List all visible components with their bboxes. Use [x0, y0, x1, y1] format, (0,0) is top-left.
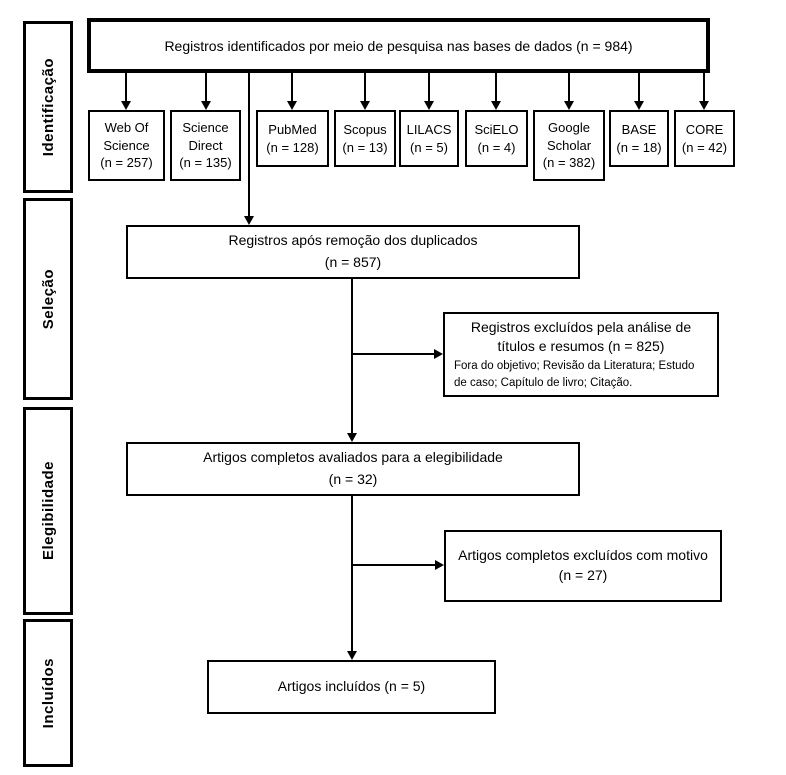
db-name: Science Direct — [182, 120, 229, 153]
arrow-line — [351, 496, 353, 651]
dedup-line1: Registros após remoção dos duplicados — [228, 232, 478, 249]
eligibility-assessed-box: Artigos completos avaliados para a elegi… — [126, 442, 580, 496]
arrow-head-icon — [564, 101, 574, 110]
arrow-head-icon — [360, 101, 370, 110]
db-count: (n = 135) — [179, 155, 232, 171]
db-name: CORE — [685, 121, 724, 137]
arrow-head-icon — [244, 216, 254, 225]
arrow-line — [364, 73, 366, 102]
arrow-line — [351, 279, 353, 433]
stage-label: Seleção — [39, 268, 57, 330]
db-box-base: BASE (n = 18) — [609, 110, 669, 167]
included-articles-text: Artigos incluídos (n = 5) — [277, 678, 426, 695]
dedup-line2: (n = 857) — [324, 254, 382, 270]
db-count: (n = 257) — [100, 155, 153, 171]
db-count: (n = 13) — [342, 139, 388, 155]
stage-included: Incluídos — [23, 619, 73, 767]
stage-eligibility: Elegibilidade — [23, 407, 73, 615]
arrow-line — [352, 564, 436, 566]
arrow-line — [248, 73, 250, 217]
arrow-line — [205, 73, 207, 102]
db-count: (n = 18) — [616, 139, 662, 155]
db-count: (n = 5) — [410, 139, 448, 155]
db-count: (n = 128) — [266, 139, 319, 155]
arrow-line — [703, 73, 705, 102]
db-name: SciELO — [474, 121, 519, 137]
db-name: BASE — [621, 121, 657, 137]
stage-label: Elegibilidade — [39, 461, 57, 561]
db-box-pubmed: PubMed (n = 128) — [256, 110, 329, 167]
db-box-lilacs: LILACS (n = 5) — [399, 110, 459, 167]
included-articles-box: Artigos incluídos (n = 5) — [207, 660, 496, 714]
stage-identification: Identificação — [23, 21, 73, 193]
stage-label: Incluídos — [39, 657, 57, 729]
arrow-line — [125, 73, 127, 102]
arrow-line — [568, 73, 570, 102]
arrow-head-icon — [287, 101, 297, 110]
arrow-line — [495, 73, 497, 102]
arrow-head-icon — [699, 101, 709, 110]
db-box-science-direct: Science Direct (n = 135) — [170, 110, 241, 181]
excluded-fulltext-line1: Artigos completos excluídos com motivo — [458, 547, 708, 564]
stage-screening: Seleção — [23, 198, 73, 400]
arrow-head-icon — [201, 101, 211, 110]
db-box-core: CORE (n = 42) — [674, 110, 735, 167]
arrow-line — [352, 353, 435, 355]
db-count: (n = 4) — [477, 139, 516, 155]
excluded-screening-detail: Fora do objetivo; Revisão da Literatura;… — [454, 359, 695, 389]
arrow-head-icon — [121, 101, 131, 110]
eligibility-line2: (n = 32) — [328, 471, 378, 487]
identified-records-box: Registros identificados por meio de pesq… — [87, 18, 710, 73]
db-box-scopus: Scopus (n = 13) — [334, 110, 396, 167]
arrow-line — [291, 73, 293, 102]
excluded-screening-box: Registros excluídos pela análise de títu… — [443, 312, 719, 397]
arrow-head-icon — [434, 349, 443, 359]
db-box-web-of-science: Web Of Science (n = 257) — [88, 110, 165, 181]
excluded-fulltext-box: Artigos completos excluídos com motivo (… — [444, 530, 722, 602]
db-name: Web Of Science — [103, 120, 150, 153]
db-box-scielo: SciELO (n = 4) — [465, 110, 528, 167]
stage-label: Identificação — [39, 57, 57, 157]
db-box-google-scholar: Google Scholar (n = 382) — [533, 110, 605, 181]
arrow-head-icon — [347, 651, 357, 660]
arrow-line — [428, 73, 430, 102]
arrow-line — [638, 73, 640, 102]
excluded-fulltext-line2: (n = 27) — [558, 567, 608, 583]
db-count: (n = 42) — [681, 139, 728, 155]
excluded-screening-line2: títulos e resumos (n = 825) — [497, 338, 665, 355]
arrow-head-icon — [491, 101, 501, 110]
arrow-head-icon — [347, 433, 357, 442]
arrow-head-icon — [634, 101, 644, 110]
db-name: LILACS — [406, 121, 452, 137]
dedup-records-box: Registros após remoção dos duplicados (n… — [126, 225, 580, 279]
db-name: Google Scholar — [546, 120, 592, 153]
identified-records-text: Registros identificados por meio de pesq… — [164, 37, 633, 54]
excluded-screening-line1: Registros excluídos pela análise de — [470, 318, 692, 335]
arrow-head-icon — [424, 101, 434, 110]
db-count: (n = 382) — [542, 155, 596, 171]
db-name: PubMed — [268, 121, 317, 137]
db-name: Scopus — [343, 121, 387, 137]
eligibility-line1: Artigos completos avaliados para a elegi… — [203, 449, 503, 466]
arrow-head-icon — [435, 560, 444, 570]
